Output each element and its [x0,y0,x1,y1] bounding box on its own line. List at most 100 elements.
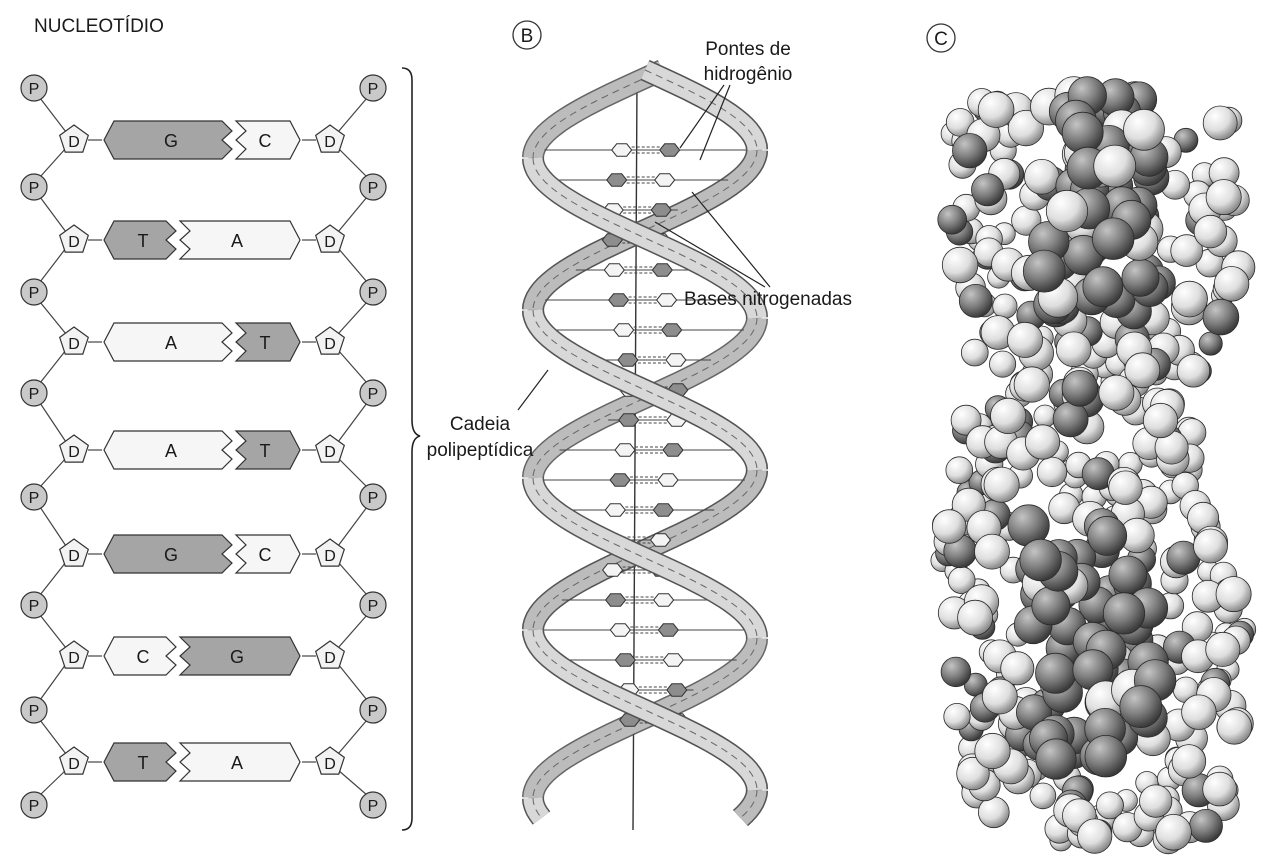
label-chain-line2: polipeptídica [427,440,534,461]
atom-light [1098,374,1135,411]
deoxyribose-pentagon [58,746,90,775]
atom-light [1181,694,1217,730]
deoxyribose-pentagon [314,326,346,355]
base-hexagon [665,353,687,367]
atom-light [1193,214,1228,249]
phosphate-circle [20,278,48,306]
atom-light [1205,631,1241,667]
deoxyribose-label: D [324,444,336,461]
deoxyribose-pentagon [58,538,90,567]
label-bridges-line1: Pontes de [705,39,791,60]
phosphate-circle [359,696,387,724]
backbone-line [39,719,67,755]
deoxyribose-pentagon [58,224,90,253]
base-hexagon [652,593,675,607]
phosphate-label: P [29,703,40,720]
deoxyribose-pentagon [58,124,90,153]
strand-2-dash [532,69,663,159]
base-right-letter: T [260,441,271,461]
deoxyribose-pentagon [314,640,346,669]
base-right-letter: A [231,231,243,251]
phosphate-label: P [368,386,379,403]
base-left [103,322,233,362]
atom-light [1036,456,1068,488]
brace [401,67,421,831]
base-hexagon [657,623,679,637]
atom-light [1000,651,1035,686]
phosphate-label: P [368,598,379,615]
base-right-letter: C [259,131,272,151]
phosphate-label: P [368,490,379,507]
deoxyribose-label: D [68,756,80,773]
base-hexagon [651,263,673,277]
strand-2-dash [532,637,758,799]
leader-bridges-1 [679,84,725,149]
deoxyribose-label: D [324,650,336,667]
backbone-line [39,769,67,796]
base-right [178,742,301,782]
atom-light [1193,528,1228,564]
atom-light [974,533,1010,570]
atom-dark [1052,401,1089,438]
backbone-line [337,196,368,233]
base-left-letter: A [165,333,177,353]
leader-bases-1 [691,191,771,288]
base-hexagon [611,143,633,157]
deoxyribose-pentagon [314,538,346,567]
phosphate-circle [359,173,387,201]
base-right [234,430,301,470]
base-hexagon [657,473,679,487]
backbone-line [337,719,368,755]
atom-light [1024,159,1060,195]
base-right [178,220,301,260]
helix-front-strand [522,59,768,825]
base-hexagon [652,503,674,517]
base-left [103,220,177,260]
atom-light [1139,784,1173,818]
base-right [234,120,301,160]
strand-2-dash [532,477,758,639]
phosphate-label: P [368,180,379,197]
atom-light [1205,179,1242,216]
deoxyribose-pentagon [314,434,346,463]
backbone-line [337,457,368,488]
panel-c-space-filling-model: C [926,23,1257,855]
strand-2-dash [532,797,542,819]
strand-2-dash [532,157,758,319]
backbone-line [337,561,368,596]
backbone-line [39,614,67,649]
deoxyribose-label: D [324,336,336,353]
atom-dark [1108,555,1148,595]
base-left-letter: A [165,441,177,461]
deoxyribose-label: D [68,444,80,461]
phosphate-circle [20,74,48,102]
panel-c-letter-circle [926,23,956,53]
atom-light [977,796,1010,829]
atom-dark [1082,266,1124,308]
base-left-letter: T [138,753,149,773]
atom-light [983,466,1020,503]
base-hexagon [606,173,628,187]
atom-dark [1061,369,1099,407]
atom-dark [1121,258,1160,297]
base-left [103,430,233,470]
atom-light [1007,110,1045,147]
base-right-letter: G [230,647,244,667]
phosphate-label: P [29,285,40,302]
base-hexagon [649,533,672,547]
atom-light [1202,105,1238,141]
phosphate-label: P [29,81,40,98]
atom-dark [1087,515,1128,556]
phosphate-circle [20,483,48,511]
leader-bases-2 [654,221,766,288]
atom-light [950,404,982,436]
base-hexagon [613,323,635,337]
base-hexagon [604,503,626,517]
backbone-line [39,97,67,133]
atom-light [1215,576,1252,613]
atom-light [990,397,1027,434]
panel-b-double-helix: B Pontes de hidrogênio Bases nitrogenada… [427,20,852,831]
atom-dark [940,656,972,688]
strand-1-front-dash [532,629,758,791]
base-hexagon [659,143,681,157]
